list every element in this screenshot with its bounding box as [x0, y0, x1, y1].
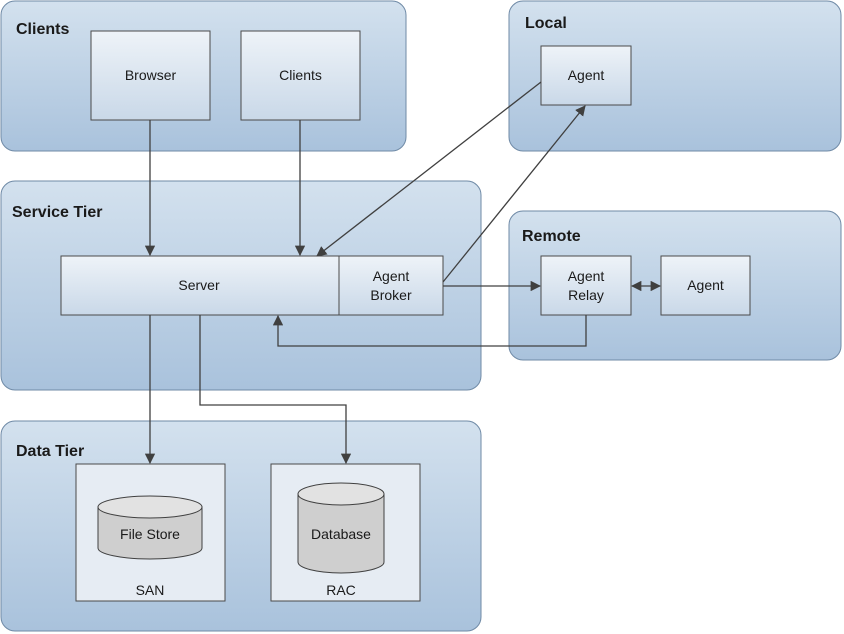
node-server-label: Server	[178, 277, 220, 293]
group-local: Local	[508, 0, 842, 152]
node-agent-broker-label-line1: Agent	[373, 268, 410, 284]
group-remote-title: Remote	[522, 228, 581, 245]
file-store-label: File Store	[120, 526, 180, 542]
rac-label: RAC	[326, 582, 356, 598]
node-local-agent-label: Agent	[568, 67, 605, 83]
node-agent-relay: Agent Relay	[540, 255, 632, 316]
database-cylinder	[297, 482, 385, 574]
node-clients-label: Clients	[279, 67, 322, 83]
node-rac: Database RAC	[270, 463, 421, 602]
database-label: Database	[311, 526, 371, 542]
node-agent-broker: Agent Broker	[338, 255, 444, 316]
san-label: SAN	[136, 582, 165, 598]
group-data-tier-title: Data Tier	[16, 443, 84, 460]
node-agent-relay-label-line2: Relay	[568, 287, 604, 303]
group-local-title: Local	[525, 15, 567, 32]
node-agent-relay-label-line1: Agent	[568, 268, 605, 284]
group-clients-title: Clients	[16, 21, 69, 38]
arrow-relay-to-server	[272, 314, 587, 347]
file-store-cylinder	[97, 495, 203, 560]
arrow-server-to-rac	[199, 315, 352, 465]
node-remote-agent-label: Agent	[687, 277, 724, 293]
node-server: Server	[60, 255, 340, 316]
node-san: File Store SAN	[75, 463, 226, 602]
node-remote-agent: Agent	[660, 255, 751, 316]
node-browser: Browser	[90, 30, 211, 121]
group-service-tier-title: Service Tier	[12, 204, 102, 221]
node-clients: Clients	[240, 30, 361, 121]
node-agent-broker-label-line2: Broker	[370, 287, 412, 303]
arrow-broker-to-local-agent	[442, 105, 586, 283]
arrow-local-agent-to-server	[316, 81, 542, 257]
node-local-agent: Agent	[540, 45, 632, 106]
node-browser-label: Browser	[125, 67, 177, 83]
